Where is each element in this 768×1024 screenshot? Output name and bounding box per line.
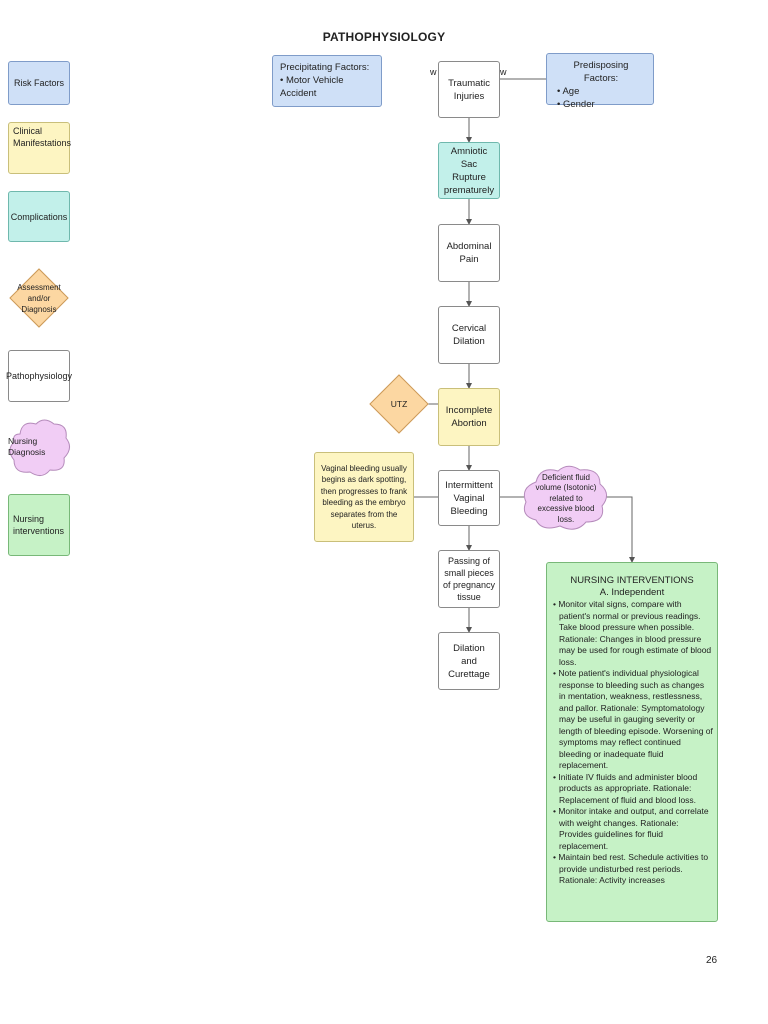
intervention-item: Initiate IV fluids and administer blood … — [551, 772, 713, 807]
vaginal-bleeding-note: Vaginal bleeding usually begins as dark … — [314, 452, 414, 542]
predisposing-factors-box: Predisposing Factors: Age Gender — [546, 53, 654, 110]
predisposing-item-gender: Gender — [557, 98, 595, 111]
legend-nursing-interventions: Nursing interventions — [8, 494, 70, 556]
cloud-shape — [9, 419, 70, 476]
intermittent-bleeding-box: Intermittent Vaginal Bleeding — [438, 470, 500, 526]
nursing-interventions-box: NURSING INTERVENTIONS A. Independent Mon… — [546, 562, 718, 922]
w-mark-left: w — [430, 67, 437, 77]
legend-assessment-label: Assessment and/or Diagnosis — [17, 282, 61, 314]
precipitating-item: Motor Vehicle Accident — [280, 74, 374, 100]
deficient-fluid-volume-cloud: Deficient fluid volume (Isotonic) relate… — [520, 460, 610, 534]
deficient-fluid-label: Deficient fluid volume (Isotonic) relate… — [535, 472, 597, 524]
incomplete-abortion-box: Incomplete Abortion — [438, 388, 500, 446]
page-number: 26 — [706, 955, 718, 966]
predisposing-title: Predisposing Factors: — [573, 60, 629, 84]
legend-clinical-manifestations: Clinical Manifestations — [8, 122, 71, 174]
precipitating-factors-box: Precipitating Factors: Motor Vehicle Acc… — [272, 55, 382, 107]
legend-nursing-diagnosis-cloud: Nursing Diagnosis — [6, 414, 72, 480]
passing-tissue-box: Passing of small pieces of pregnancy tis… — [438, 550, 500, 608]
intervention-item: Note patient's individual physiological … — [551, 668, 713, 772]
deficient-cloud-shape — [523, 465, 607, 530]
page-title: PATHOPHYSIOLOGY — [322, 30, 446, 44]
nursing-interventions-title: NURSING INTERVENTIONS — [570, 575, 694, 586]
legend-pathophysiology: Pathophysiology — [6, 350, 72, 402]
precipitating-title: Precipitating Factors: — [280, 62, 370, 73]
legend-assessment-diamond: Assessment and/or Diagnosis — [9, 262, 69, 334]
legend-nursing-diagnosis-label: Nursing Diagnosis — [8, 436, 46, 457]
amniotic-sac-rupture-box: Amniotic Sac Rupture prematurely — [438, 142, 500, 199]
w-mark-right: w — [500, 67, 507, 77]
legend-complications: Complications — [8, 191, 70, 242]
cervical-dilation-box: Cervical Dilation — [438, 306, 500, 364]
intervention-item: Monitor vital signs, compare with patien… — [551, 599, 713, 668]
abdominal-pain-box: Abdominal Pain — [438, 224, 500, 282]
legend-risk-factors: Risk Factors — [8, 61, 70, 105]
nursing-interventions-subtitle: A. Independent — [599, 587, 665, 598]
utz-label: UTZ — [390, 398, 408, 409]
arrow-deficient-interventions — [606, 496, 635, 563]
predisposing-item-age: Age — [557, 85, 595, 98]
utz-diamond: UTZ — [369, 370, 429, 438]
intervention-item: Maintain bed rest. Schedule activities t… — [551, 852, 713, 887]
intervention-item: Monitor intake and output, and correlate… — [551, 806, 713, 852]
traumatic-injuries-box: Traumatic Injuries — [438, 61, 500, 118]
dilation-curettage-box: Dilation and Curettage — [438, 632, 500, 690]
